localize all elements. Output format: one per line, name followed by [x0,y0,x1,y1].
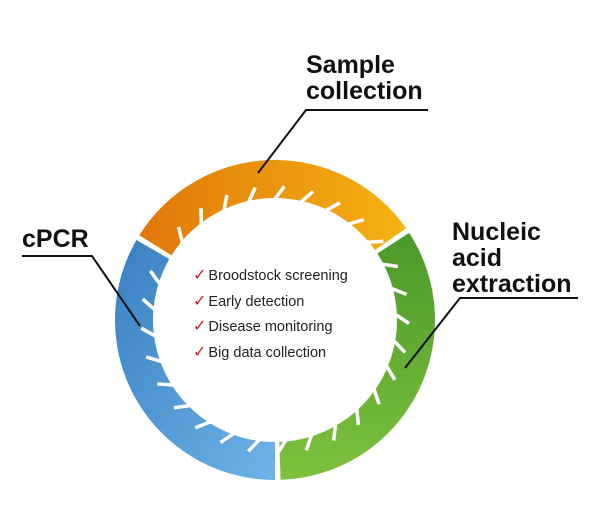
label-line: Nucleic [452,218,541,246]
checklist-item-text: Broodstock screening [208,268,348,284]
checkmark-icon: ✓ [193,343,207,361]
ring-notch [325,201,341,212]
ring-notch [367,239,384,244]
ring-notch [173,403,190,410]
ring-notch [275,439,288,455]
ring-notch [304,434,314,451]
ring-notch [157,382,174,387]
ring-notch [355,409,361,426]
checklist-item: ✓Early detection [193,292,348,318]
cycle-ring [114,160,435,480]
ring-notch [300,190,315,204]
ring-notch [247,438,261,453]
label-line: extraction [452,270,572,298]
ring-notch [372,388,381,405]
ring-notch [385,365,397,381]
benefits-checklist: ✓Broodstock screening ✓Early detection ✓… [193,266,348,368]
ring-notch [148,269,162,285]
ring-notch [194,420,211,430]
label-line: Sample [306,51,395,79]
ring-notch [222,194,229,211]
checklist-item-text: Disease monitoring [208,319,333,335]
label-line: collection [306,77,423,105]
checklist-item: ✓Broodstock screening [193,266,348,292]
ring-notch [145,355,162,364]
ring-notch [141,297,156,311]
ring-notch [332,424,338,441]
ring-notch [140,326,156,338]
leader-sample-collection [257,109,428,174]
leader-cpcr [22,255,141,327]
checkmark-icon: ✓ [193,267,207,284]
label-cpcr: cPCR [22,226,89,252]
ring-notch [348,217,365,226]
ring-notch [247,186,257,203]
segment-cpcr [114,240,275,480]
ring-notch [391,287,408,297]
ring-notch [219,432,235,444]
leader-nucleic-acid-extraction [404,297,578,369]
ring-notch [176,226,185,243]
label-line: acid [452,244,503,272]
leader-lines [22,109,578,369]
checkmark-icon: ✓ [193,318,207,335]
checklist-item: ✓Big data collection [193,343,348,369]
ring-notch [392,339,407,354]
ring-notch [382,262,399,269]
checkmark-icon: ✓ [193,292,207,310]
checklist-item-text: Early detection [208,293,305,310]
segment-nucleic-acid-extraction [279,232,435,480]
checklist-item: ✓Disease monitoring [193,317,348,343]
checklist-item-text: Big data collection [208,344,327,361]
ring-notch [394,313,410,325]
label-line: cPCR [22,225,89,253]
label-nucleic-acid-extraction: Nucleic acid extraction [452,219,571,297]
ring-notch [273,185,286,201]
segment-sample-collection [139,160,407,256]
label-sample-collection: Sample collection [306,52,423,104]
